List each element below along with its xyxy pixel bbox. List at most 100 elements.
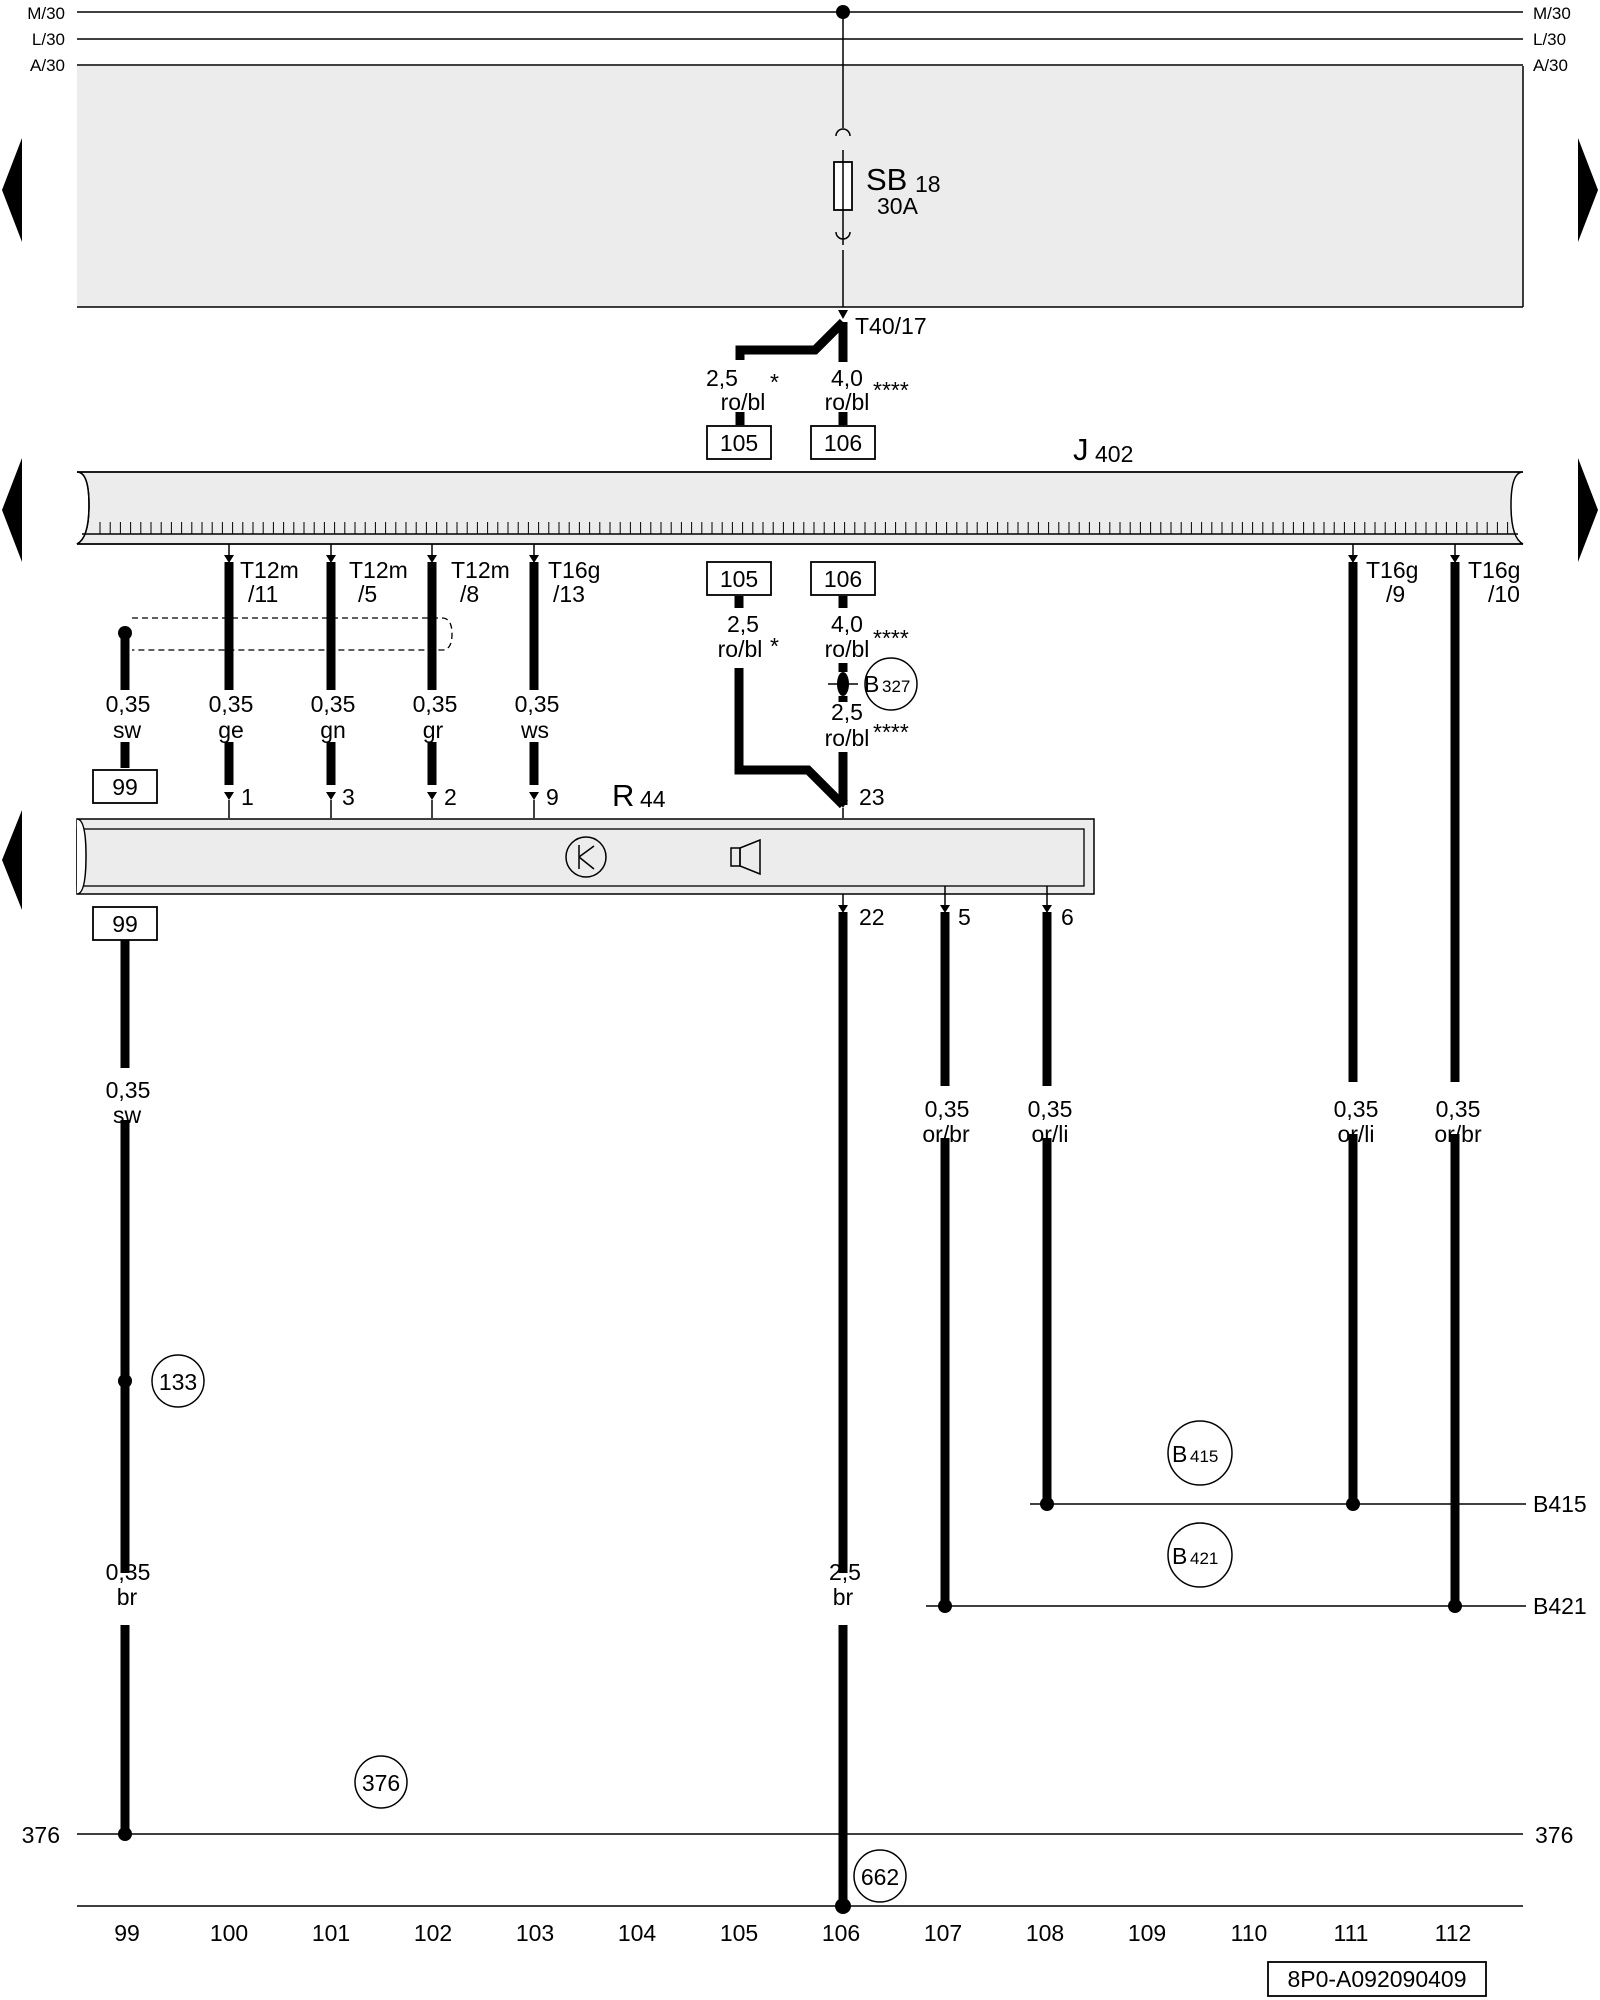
column-number: 100 bbox=[210, 1920, 248, 1946]
wire-size: 0,35 bbox=[1436, 1096, 1481, 1122]
column-number: 101 bbox=[312, 1920, 350, 1946]
wire-color: or/li bbox=[1337, 1121, 1374, 1147]
wire-color: gr bbox=[423, 717, 444, 743]
rail-m30-left: M/30 bbox=[27, 4, 65, 23]
r44-pin: 1 bbox=[241, 784, 254, 810]
ref-box-99: 99 bbox=[112, 774, 138, 800]
rail-l30-left: L/30 bbox=[32, 30, 65, 49]
pin-connector: T12m bbox=[240, 557, 299, 583]
pin-connector: T16g bbox=[1366, 557, 1418, 583]
r44-bottom-pin-arrows bbox=[838, 886, 1052, 913]
b327-number: 327 bbox=[882, 677, 910, 696]
wire-2-5-ro-bl-mid bbox=[734, 668, 847, 809]
ground-point-376 bbox=[354, 1755, 408, 1809]
column-number: 106 bbox=[822, 1920, 860, 1946]
wire-color: ro/bl bbox=[718, 636, 763, 662]
wire-size: 2,5 bbox=[727, 611, 759, 637]
prev-page-arrow-icon[interactable] bbox=[2, 810, 22, 910]
wire-size: 0,35 bbox=[925, 1096, 970, 1122]
wire-size: 4,0 bbox=[831, 611, 863, 637]
bus-label-b415: B415 bbox=[1533, 1491, 1587, 1517]
wire-color: ro/bl bbox=[825, 389, 870, 415]
fuse-rating: 30A bbox=[877, 193, 919, 219]
prev-page-arrow-icon[interactable] bbox=[2, 458, 22, 562]
column-number: 99 bbox=[114, 1920, 140, 1946]
ref-box-106: 106 bbox=[824, 566, 862, 592]
rail-l30-right: L/30 bbox=[1533, 30, 1566, 49]
r44-pin: 6 bbox=[1061, 904, 1074, 930]
bus-lines bbox=[926, 1497, 1526, 1613]
wire-size: 0,35 bbox=[106, 691, 151, 717]
column-number: 110 bbox=[1231, 1920, 1268, 1946]
wire-mark: **** bbox=[873, 719, 909, 745]
wire-size: 2,5 bbox=[831, 699, 863, 725]
pin-connector: T16g bbox=[1468, 557, 1520, 583]
fuse-panel bbox=[77, 66, 1523, 307]
wire-color: gn bbox=[320, 717, 346, 743]
wire-color: ws bbox=[520, 717, 549, 743]
column-number: 103 bbox=[516, 1920, 554, 1946]
r44-name: R bbox=[612, 778, 634, 813]
connection-b415 bbox=[1167, 1420, 1233, 1486]
upper-wires bbox=[118, 544, 1460, 1605]
pin-number: /13 bbox=[553, 581, 585, 607]
pin-number: /8 bbox=[460, 581, 479, 607]
r44-pin: 9 bbox=[546, 784, 559, 810]
b415-number: 415 bbox=[1190, 1447, 1218, 1466]
column-number: 102 bbox=[414, 1920, 452, 1946]
pin-connector: T16g bbox=[548, 557, 600, 583]
column-number: 107 bbox=[924, 1920, 962, 1946]
line-376-label-left: 376 bbox=[22, 1822, 60, 1848]
j402-pins: T12m /11 T12m /5 T12m /8 T16g /13 T16g /… bbox=[240, 557, 1520, 607]
rail-a30-left: A/30 bbox=[30, 56, 65, 75]
b415-letter: B bbox=[1172, 1441, 1187, 1467]
column-number: 111 bbox=[1334, 1920, 1369, 1946]
line-376-label-right: 376 bbox=[1535, 1822, 1573, 1848]
splice-b327 bbox=[864, 657, 918, 711]
prev-page-arrow-icon[interactable] bbox=[2, 138, 22, 242]
wire-size: 2,5 bbox=[829, 1559, 861, 1585]
doc-code: 8P0-A092090409 bbox=[1287, 1966, 1466, 1992]
fuse-sb18: SB 18 30A bbox=[833, 5, 941, 307]
column-number: 108 bbox=[1026, 1920, 1064, 1946]
wire-mark: **** bbox=[873, 625, 909, 651]
wire-color: or/li bbox=[1031, 1121, 1068, 1147]
b421-letter: B bbox=[1172, 1543, 1187, 1569]
r44-number: 44 bbox=[640, 786, 666, 812]
r44-top-pin-arrows bbox=[224, 792, 848, 818]
wire-size: 2,5 bbox=[706, 365, 738, 391]
wire-color: ro/bl bbox=[825, 725, 870, 751]
wire-size: 0,35 bbox=[106, 1559, 151, 1585]
column-number: 104 bbox=[618, 1920, 657, 1946]
wire-size: 0,35 bbox=[106, 1077, 151, 1103]
wire-size: 0,35 bbox=[209, 691, 254, 717]
ref-box-106: 106 bbox=[824, 430, 862, 456]
wire-color: br bbox=[117, 1584, 138, 1610]
ground-point-label: 376 bbox=[362, 1770, 400, 1796]
pin-connector: T12m bbox=[349, 557, 408, 583]
wire-color: ro/bl bbox=[721, 389, 766, 415]
wire-size: 0,35 bbox=[311, 691, 356, 717]
wire-mark: **** bbox=[873, 377, 909, 403]
r44-pin: 2 bbox=[444, 784, 457, 810]
lower-wires bbox=[120, 912, 1052, 1905]
wire-mark: * bbox=[770, 633, 779, 659]
next-page-arrow-icon[interactable] bbox=[1578, 138, 1598, 242]
wire-color: sw bbox=[113, 717, 142, 743]
wire-color: ge bbox=[218, 717, 244, 743]
column-number: 112 bbox=[1435, 1920, 1472, 1946]
wire-2-5-ro-bl-top bbox=[735, 318, 847, 360]
ref-box-105: 105 bbox=[720, 566, 758, 592]
pin-number: /5 bbox=[358, 581, 377, 607]
rail-m30-right: M/30 bbox=[1533, 4, 1571, 23]
wire-size: 0,35 bbox=[515, 691, 560, 717]
j402-name: J bbox=[1073, 432, 1089, 467]
lower-wire-labels: 0,35 sw 0,35 or/br 0,35 or/li 0,35 or/li… bbox=[106, 1077, 1482, 1610]
r44-pin: 23 bbox=[859, 784, 885, 810]
upper-wire-labels: 0,35 sw 0,35 ge 0,35 gn 0,35 gr 0,35 ws bbox=[106, 691, 560, 743]
next-page-arrow-icon[interactable] bbox=[1578, 458, 1598, 562]
wire-size: 0,35 bbox=[413, 691, 458, 717]
fuse-name: SB bbox=[866, 162, 907, 197]
ref-box-105: 105 bbox=[720, 430, 758, 456]
